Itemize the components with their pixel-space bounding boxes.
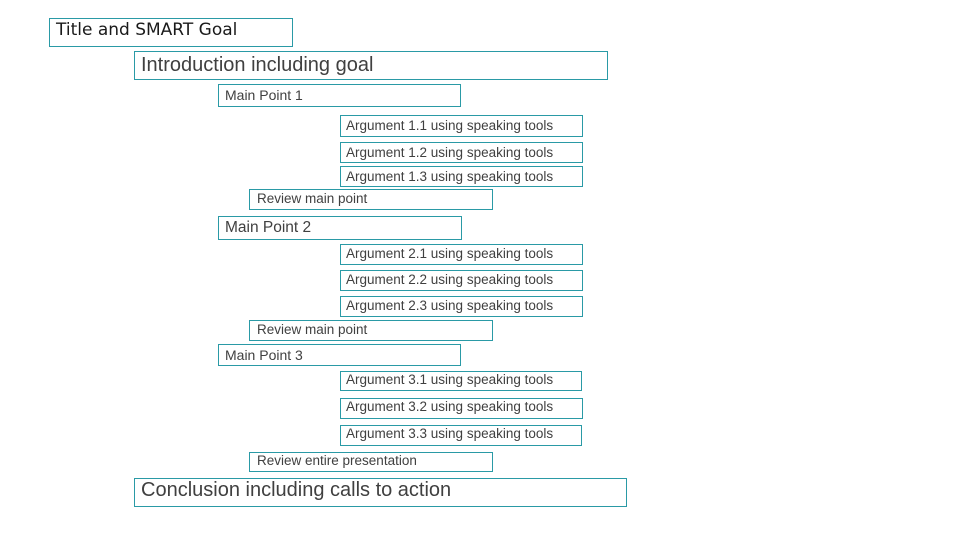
argument-box: Argument 1.2 using speaking tools: [340, 142, 583, 163]
argument-box: Argument 3.2 using speaking tools: [340, 398, 583, 419]
argument-box: Argument 1.1 using speaking tools: [340, 115, 583, 137]
review-box: Review main point: [249, 320, 493, 341]
main-point-box: Main Point 2: [218, 216, 462, 240]
title-box: Title and SMART Goal: [49, 18, 293, 47]
argument-box: Argument 3.3 using speaking tools: [340, 425, 582, 446]
conclusion-box: Conclusion including calls to action: [134, 478, 627, 507]
argument-box: Argument 1.3 using speaking tools: [340, 166, 583, 187]
main-point-box: Main Point 3: [218, 344, 461, 366]
argument-box: Argument 2.1 using speaking tools: [340, 244, 583, 265]
introduction-box: Introduction including goal: [134, 51, 608, 80]
argument-box: Argument 2.2 using speaking tools: [340, 270, 583, 291]
main-point-box: Main Point 1: [218, 84, 461, 107]
review-box: Review entire presentation: [249, 452, 493, 472]
argument-box: Argument 3.1 using speaking tools: [340, 371, 582, 391]
argument-box: Argument 2.3 using speaking tools: [340, 296, 583, 317]
review-box: Review main point: [249, 189, 493, 210]
